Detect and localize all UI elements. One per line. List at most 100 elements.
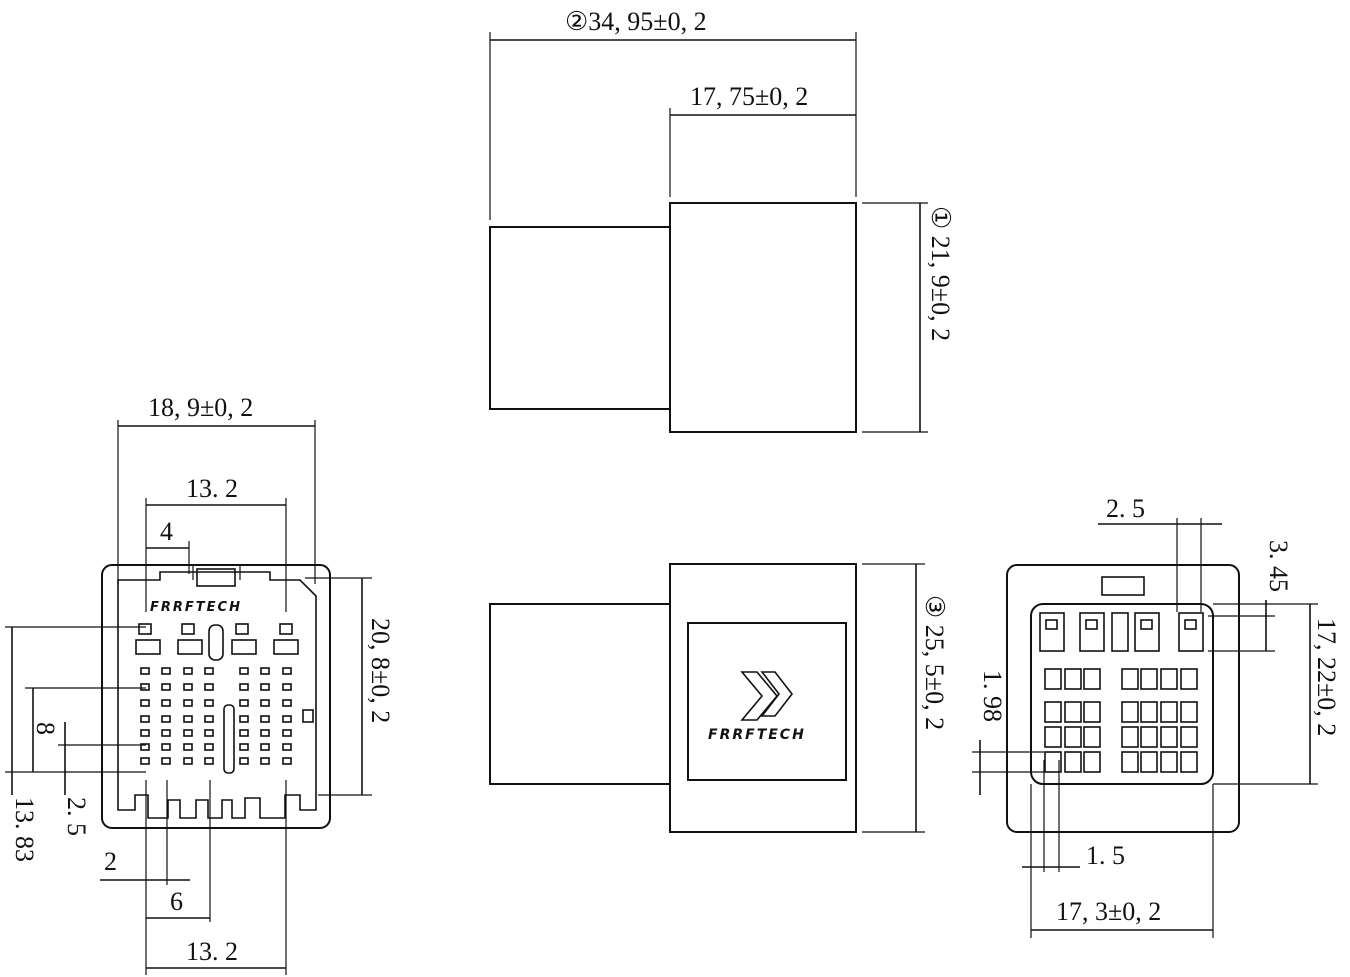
rear-small-cavity xyxy=(1121,668,1139,690)
rear-small-cavity xyxy=(1180,751,1198,773)
front-pin xyxy=(260,683,270,691)
front-pin xyxy=(161,715,171,723)
front-pin xyxy=(140,715,150,723)
rear-small-cavity xyxy=(1083,701,1101,723)
rear-small-cavity xyxy=(1160,668,1178,690)
dim-top-height: ① 21, 9±0, 2 xyxy=(926,206,955,341)
top-view-cable-body xyxy=(489,226,671,410)
front-pin xyxy=(161,729,171,737)
rear-small-cavity xyxy=(1044,668,1062,690)
dim-front-width: 18, 9±0, 2 xyxy=(148,393,253,422)
rear-small-cavity xyxy=(1064,751,1082,773)
rear-small-cavity xyxy=(1140,726,1158,748)
rear-small-cavity xyxy=(1121,726,1139,748)
front-pin xyxy=(161,757,171,765)
rear-small-cavity xyxy=(1044,701,1062,723)
front-pin xyxy=(183,743,193,751)
front-pin xyxy=(183,715,193,723)
rear-cavity-grid xyxy=(1044,668,1198,773)
front-pin xyxy=(282,667,292,675)
dim-rear-1-5: 1. 5 xyxy=(1086,841,1125,870)
front-pin xyxy=(260,715,270,723)
front-latch xyxy=(196,568,236,587)
rear-small-cavity xyxy=(1083,668,1101,690)
front-pin xyxy=(282,699,292,707)
front-pin xyxy=(239,715,249,723)
front-pin xyxy=(239,743,249,751)
side-view: FRRFTECH ③ 25, 5±0, 2 xyxy=(489,563,949,833)
front-pin xyxy=(161,699,171,707)
front-pin xyxy=(204,757,214,765)
chevron-logo-icon xyxy=(740,671,794,721)
front-pin xyxy=(140,757,150,765)
rear-small-cavity xyxy=(1180,726,1198,748)
front-pin xyxy=(183,667,193,675)
rear-small-cavity xyxy=(1160,751,1178,773)
front-view: FRRFTECH 18, 9±0, 2 13. 2 4 xyxy=(5,393,395,975)
front-pin xyxy=(140,683,150,691)
rear-latch-window xyxy=(1101,576,1145,596)
front-pin xyxy=(204,729,214,737)
front-pin xyxy=(204,683,214,691)
rear-cavity-latch xyxy=(1085,619,1098,630)
front-pin xyxy=(239,667,249,675)
rear-small-cavity xyxy=(1064,726,1082,748)
front-pin xyxy=(260,699,270,707)
front-pin xyxy=(140,729,150,737)
front-pin xyxy=(260,667,270,675)
front-pin xyxy=(204,715,214,723)
rear-small-cavity xyxy=(1121,701,1139,723)
dim-front-pitch-bottom: 13. 2 xyxy=(186,937,238,966)
rear-small-cavity xyxy=(1083,751,1101,773)
rear-small-cavity xyxy=(1180,668,1198,690)
rear-large-cavity xyxy=(1134,612,1160,652)
front-pin xyxy=(183,757,193,765)
dim-front-pitch-top: 13. 2 xyxy=(186,474,238,503)
top-view-head-body xyxy=(669,202,857,433)
front-logo-text: FRRFTECH xyxy=(150,600,242,615)
front-pin xyxy=(204,667,214,675)
front-outer-housing xyxy=(101,564,331,829)
dim-front-2-5: 2. 5 xyxy=(62,797,91,836)
front-pin-grid xyxy=(140,667,292,765)
front-pin xyxy=(282,729,292,737)
rear-small-cavity xyxy=(1160,726,1178,748)
front-pin xyxy=(140,699,150,707)
front-pin xyxy=(282,757,292,765)
dim-front-6: 6 xyxy=(170,887,183,916)
rear-small-cavity xyxy=(1044,751,1062,773)
dim-front-2: 2 xyxy=(104,847,117,876)
rear-large-cavity xyxy=(1039,612,1065,652)
front-pin xyxy=(161,667,171,675)
dim-rear-width: 17, 3±0, 2 xyxy=(1056,897,1161,926)
front-pin xyxy=(204,743,214,751)
dim-front-8: 8 xyxy=(31,722,60,735)
rear-cavity-latch xyxy=(1045,619,1058,630)
front-pin xyxy=(282,715,292,723)
front-pin xyxy=(140,743,150,751)
front-pin xyxy=(140,667,150,675)
front-pin xyxy=(161,743,171,751)
front-pin xyxy=(204,699,214,707)
rear-small-cavity xyxy=(1064,668,1082,690)
logo-label xyxy=(687,622,847,781)
dim-rear-1-98: 1. 98 xyxy=(978,670,1007,722)
rear-small-cavity xyxy=(1140,751,1158,773)
front-pin xyxy=(260,743,270,751)
side-logo-text: FRRFTECH xyxy=(708,727,806,743)
front-pin xyxy=(239,757,249,765)
front-pin xyxy=(282,683,292,691)
rear-small-cavity xyxy=(1044,726,1062,748)
front-pin xyxy=(239,699,249,707)
dim-total-length: ②34, 95±0, 2 xyxy=(565,7,707,36)
rear-small-cavity xyxy=(1064,701,1082,723)
dim-rear-height: 17, 22±0, 2 xyxy=(1312,618,1341,736)
side-view-cable-body xyxy=(489,603,671,785)
front-inner-outline xyxy=(117,571,317,819)
rear-small-cavity xyxy=(1140,701,1158,723)
rear-small-cavity xyxy=(1140,668,1158,690)
rear-large-cavities xyxy=(1039,612,1204,652)
front-pin xyxy=(183,683,193,691)
dim-head-length: 17, 75±0, 2 xyxy=(690,82,808,111)
